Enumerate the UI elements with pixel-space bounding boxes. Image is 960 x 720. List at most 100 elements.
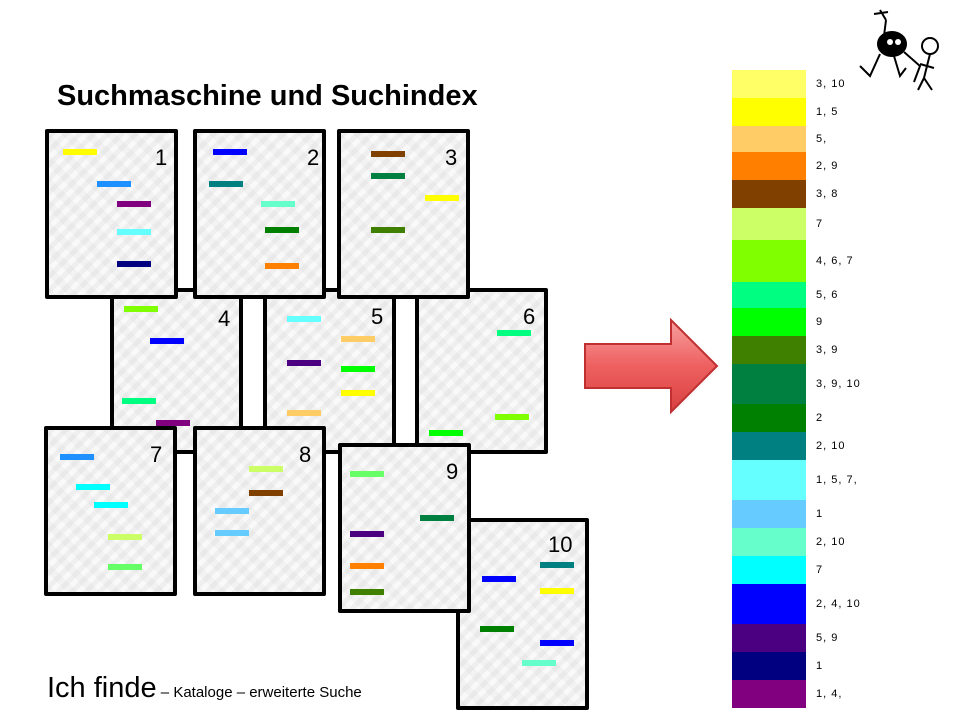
index-row: 2, 10 bbox=[732, 432, 932, 460]
card-number: 2 bbox=[307, 145, 320, 170]
index-term-mark bbox=[371, 227, 405, 233]
index-term-mark bbox=[420, 515, 454, 521]
color-swatch bbox=[732, 180, 806, 208]
right-arrow-icon bbox=[584, 318, 719, 414]
index-term-mark bbox=[215, 508, 249, 514]
index-term-mark bbox=[287, 316, 321, 322]
footer-main: Ich finde bbox=[47, 672, 157, 704]
index-term-mark bbox=[350, 589, 384, 595]
color-swatch bbox=[732, 404, 806, 432]
index-row: 3, 8 bbox=[732, 180, 932, 208]
color-swatch bbox=[732, 282, 806, 308]
document-numbers: 1, 4, bbox=[816, 688, 843, 700]
document-numbers: 2, 10 bbox=[816, 536, 846, 548]
index-row: 1, 5 bbox=[732, 98, 932, 126]
document-numbers: 5, 9 bbox=[816, 632, 839, 644]
color-swatch bbox=[732, 460, 806, 500]
index-term-mark bbox=[371, 173, 405, 179]
document-numbers: 2, 9 bbox=[816, 160, 839, 172]
card-number: 4 bbox=[218, 306, 231, 331]
footer-caption: Ich finde – Kataloge – erweiterte Suche bbox=[47, 672, 362, 705]
index-row: 2, 4, 10 bbox=[732, 584, 932, 624]
document-card-9: 9 bbox=[338, 443, 471, 613]
index-row: 4, 6, 7 bbox=[732, 240, 932, 282]
index-term-mark bbox=[117, 261, 151, 267]
index-row: 9 bbox=[732, 308, 932, 336]
document-card-4: 4 bbox=[110, 288, 243, 454]
color-swatch bbox=[732, 240, 806, 282]
index-row: 5, bbox=[732, 126, 932, 152]
index-row: 1, 4, bbox=[732, 680, 932, 708]
document-numbers: 3, 9 bbox=[816, 344, 839, 356]
index-term-mark bbox=[341, 366, 375, 372]
document-card-6: 6 bbox=[415, 288, 548, 454]
card-number: 3 bbox=[445, 145, 458, 170]
index-row: 2, 10 bbox=[732, 528, 932, 556]
document-numbers: 2 bbox=[816, 412, 824, 424]
index-term-mark bbox=[495, 414, 529, 420]
index-term-mark bbox=[261, 201, 295, 207]
color-swatch bbox=[732, 336, 806, 364]
document-numbers: 5, bbox=[816, 133, 828, 145]
index-row: 5, 6 bbox=[732, 282, 932, 308]
index-row: 3, 9, 10 bbox=[732, 364, 932, 404]
document-numbers: 1 bbox=[816, 660, 824, 672]
index-term-mark bbox=[94, 502, 128, 508]
index-row: 1 bbox=[732, 500, 932, 528]
index-term-mark bbox=[480, 626, 514, 632]
index-term-mark bbox=[482, 576, 516, 582]
index-row: 7 bbox=[732, 208, 932, 240]
index-term-mark bbox=[522, 660, 556, 666]
index-term-mark bbox=[124, 306, 158, 312]
document-card-8: 8 bbox=[193, 426, 326, 596]
index-term-mark bbox=[341, 390, 375, 396]
document-numbers: 1, 5, 7, bbox=[816, 474, 858, 486]
color-swatch bbox=[732, 98, 806, 126]
color-swatch bbox=[732, 432, 806, 460]
color-swatch bbox=[732, 152, 806, 180]
index-row: 5, 9 bbox=[732, 624, 932, 652]
index-term-mark bbox=[429, 430, 463, 436]
index-term-mark bbox=[249, 490, 283, 496]
index-term-mark bbox=[122, 398, 156, 404]
index-term-mark bbox=[97, 181, 131, 187]
index-term-mark bbox=[497, 330, 531, 336]
index-row: 2 bbox=[732, 404, 932, 432]
index-term-mark bbox=[249, 466, 283, 472]
index-row: 3, 10 bbox=[732, 70, 932, 98]
index-term-mark bbox=[76, 484, 110, 490]
index-term-mark bbox=[265, 263, 299, 269]
document-card-2: 2 bbox=[193, 129, 326, 299]
index-term-mark bbox=[341, 336, 375, 342]
index-term-mark bbox=[150, 338, 184, 344]
card-number: 6 bbox=[523, 304, 536, 329]
document-numbers: 1, 5 bbox=[816, 106, 839, 118]
index-term-mark bbox=[117, 201, 151, 207]
document-numbers: 2, 10 bbox=[816, 440, 846, 452]
index-term-mark bbox=[213, 149, 247, 155]
index-term-mark bbox=[60, 454, 94, 460]
index-term-mark bbox=[117, 229, 151, 235]
index-row: 2, 9 bbox=[732, 152, 932, 180]
document-numbers: 3, 9, 10 bbox=[816, 378, 861, 390]
color-swatch bbox=[732, 208, 806, 240]
document-card-1: 1 bbox=[45, 129, 178, 299]
document-numbers: 3, 10 bbox=[816, 78, 846, 90]
document-card-7: 7 bbox=[44, 426, 177, 596]
footer-sub: – Kataloge – erweiterte Suche bbox=[156, 684, 362, 701]
index-term-mark bbox=[108, 534, 142, 540]
index-term-mark bbox=[63, 149, 97, 155]
index-term-mark bbox=[425, 195, 459, 201]
color-swatch bbox=[732, 556, 806, 584]
index-term-mark bbox=[108, 564, 142, 570]
card-number: 7 bbox=[150, 442, 163, 467]
index-term-mark bbox=[209, 181, 243, 187]
document-numbers: 1 bbox=[816, 508, 824, 520]
page-title: Suchmaschine und Suchindex bbox=[57, 80, 478, 112]
card-number: 1 bbox=[155, 145, 168, 170]
index-term-mark bbox=[287, 410, 321, 416]
index-term-mark bbox=[350, 531, 384, 537]
color-swatch bbox=[732, 70, 806, 98]
document-card-5: 5 bbox=[263, 288, 396, 454]
